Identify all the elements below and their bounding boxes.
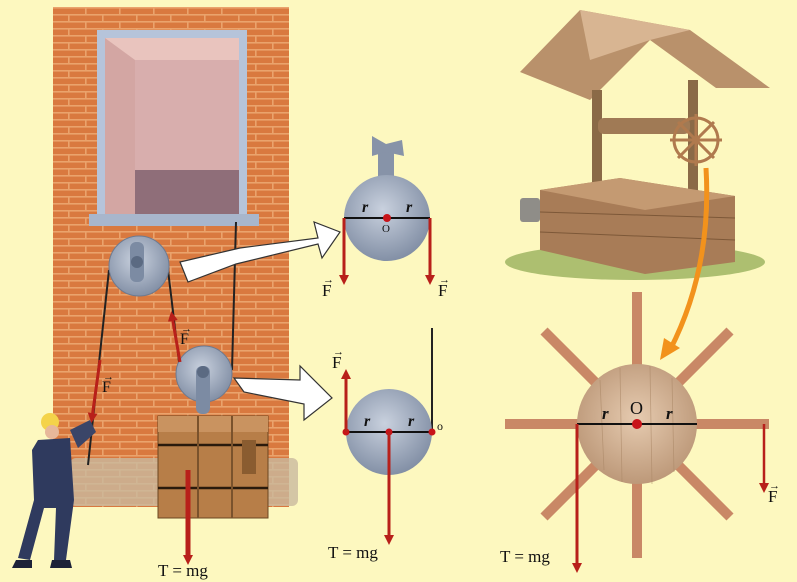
fixed-force-label-left: F [322, 281, 331, 300]
upper-pulley [108, 235, 170, 297]
fixed-pulley-r-left: r [362, 199, 369, 216]
orange-pointer-arrow [667, 167, 710, 352]
scene-tension-label: T = mg [158, 561, 208, 580]
movable-pulley-r-right: r [408, 413, 415, 430]
svg-text:→: → [769, 480, 780, 492]
wheel-tension-label: T = mg [500, 547, 550, 566]
well-with-wheel-icon [505, 10, 770, 280]
movable-tension-label: T = mg [328, 543, 378, 562]
brick-wall-scene: F → F → T = mg [12, 7, 298, 580]
pointer-arrow-top [179, 221, 341, 283]
wheel-r-left: r [602, 404, 609, 423]
window-icon [89, 30, 259, 226]
wheel-pivot [632, 419, 642, 429]
wheel-axle-diagram: O r r T = mg F → [500, 292, 780, 573]
svg-text:→: → [333, 346, 344, 358]
scene-force-arrow-up [167, 311, 182, 363]
movable-pulley-r-left: r [364, 413, 371, 430]
fixed-pulley-pivot [383, 214, 391, 222]
scene-force-label-pull: F [102, 379, 111, 396]
wheel-pivot-label: O [630, 398, 643, 418]
scene-force-arrow-pull [87, 359, 102, 423]
lower-pulley [175, 345, 233, 414]
movable-pulley-diagram: r r o F → T = mg [328, 328, 443, 562]
svg-text:→: → [323, 274, 334, 286]
wheel-force-label: F [768, 487, 777, 506]
scene-force-label-up: F [180, 331, 189, 348]
svg-text:→: → [103, 371, 114, 383]
svg-text:→: → [181, 323, 192, 335]
movable-pulley-pivot-label: o [437, 419, 443, 433]
fixed-pulley-diagram: r r O F → F → [322, 136, 450, 300]
wheel-r-right: r [666, 404, 673, 423]
worker-figure [12, 413, 96, 568]
well-wheel [670, 114, 722, 166]
crate-icon [157, 415, 269, 519]
fixed-pulley-pivot-label: O [382, 223, 390, 235]
fixed-pulley-r-right: r [406, 199, 413, 216]
svg-text:→: → [439, 274, 450, 286]
movable-force-label: F [332, 353, 341, 372]
fixed-force-label-right: F [438, 281, 447, 300]
pointer-arrow-bottom [232, 364, 333, 422]
